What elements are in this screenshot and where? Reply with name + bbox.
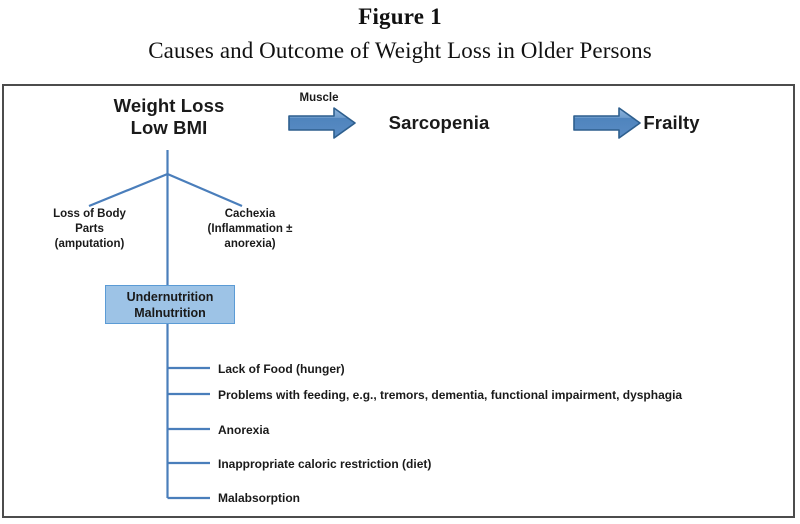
muscle-arrow-icon	[288, 107, 356, 139]
loss-of-body-parts-line-3: (amputation)	[54, 238, 125, 251]
sarcopenia-node: Sarcopenia	[388, 112, 490, 133]
cachexia-node: Cachexia (Inflammation ± anorexia)	[180, 207, 320, 253]
cachexia-line-3: anorexia)	[224, 238, 276, 251]
cause-item-anorexia: Anorexia	[218, 423, 270, 437]
undernutrition-malnutrition-box: Undernutrition Malnutrition	[105, 285, 235, 324]
loss-of-body-parts-line-1: Loss of Body	[53, 208, 126, 220]
connector-fork-left	[88, 172, 168, 208]
figure-title-block: Figure 1 Causes and Outcome of Weight Lo…	[0, 0, 800, 82]
frailty-node: Frailty	[643, 112, 700, 133]
weight-loss-line-1: Weight Loss	[113, 95, 225, 116]
connector-fork-right	[167, 172, 243, 208]
cachexia-line-2: (Inflammation ±	[207, 223, 293, 236]
cause-item-problems-with-feeding: Problems with feeding, e.g., tremors, de…	[218, 388, 683, 402]
cause-item-caloric-restriction: Inappropriate caloric restriction (diet)	[218, 457, 432, 471]
figure-caption: Causes and Outcome of Weight Loss in Old…	[148, 38, 652, 63]
muscle-arrow-label: Muscle	[299, 92, 339, 104]
figure-frame: Weight Loss Low BMI Muscle Sarcopenia Fr…	[2, 84, 795, 518]
diagram-connectors-layer	[88, 107, 641, 500]
cause-item-malabsorption: Malabsorption	[218, 491, 301, 505]
weight-loss-line-2: Low BMI	[130, 116, 208, 138]
weight-loss-heading: Weight Loss Low BMI	[34, 95, 304, 139]
figure-number: Figure 1	[358, 4, 442, 29]
undernutrition-line-2: Malnutrition	[134, 305, 206, 320]
loss-of-body-parts-node: Loss of Body Parts (amputation)	[12, 207, 167, 253]
undernutrition-line-1: Undernutrition	[126, 289, 214, 304]
frailty-arrow-icon	[573, 107, 641, 139]
cause-item-lack-of-food: Lack of Food (hunger)	[218, 362, 345, 376]
cachexia-line-1: Cachexia	[224, 208, 276, 220]
loss-of-body-parts-line-2: Parts	[75, 223, 104, 236]
